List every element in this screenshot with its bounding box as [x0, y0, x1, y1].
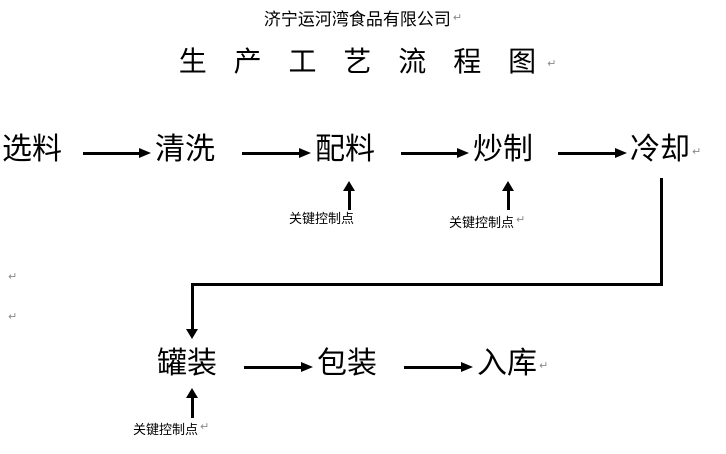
arrow-head — [301, 362, 313, 372]
arrow-head — [186, 388, 198, 398]
arrow-shaft — [83, 152, 140, 155]
arrow-head — [299, 148, 311, 158]
ccp-label-peiliao-text: 关键控制点 — [289, 212, 355, 227]
ccp-label-chaozhi-text: 关键控制点 — [449, 216, 515, 231]
ccp-label-guanzhuang: 关键控制点↵ — [133, 418, 209, 440]
process-step-ruku-label: 入库 — [477, 346, 537, 381]
process-step-qingxi[interactable]: 清洗 — [155, 132, 215, 167]
connector-arrow-into-guanzhuang — [186, 283, 198, 339]
pilcrow-mark: ↵ — [539, 359, 549, 372]
pilcrow-mark: ↵ — [692, 145, 702, 158]
arrow-peiliao-to-chaozhi — [401, 148, 470, 160]
pilcrow-mark: ↵ — [200, 420, 210, 433]
arrow-shaft — [404, 366, 462, 369]
arrow-xuanliao-to-qingxi — [83, 148, 151, 160]
ccp-arrow-chaozhi — [502, 181, 514, 210]
arrow-head — [615, 148, 627, 158]
ccp-arrow-guanzhuang — [186, 388, 198, 418]
arrow-head — [461, 362, 473, 372]
connector-lengque-down — [660, 178, 663, 286]
arrow-chaozhi-to-lengque — [558, 148, 628, 160]
document-title: 生 产 工 艺 流 程 图↵ — [0, 44, 726, 82]
arrow-shaft — [506, 189, 510, 210]
connector-lengque-to-guanzhuang-horizontal — [191, 283, 663, 286]
company-title: 济宁运河湾食品有限公司↵ — [0, 6, 726, 32]
arrow-shaft — [190, 283, 194, 330]
pilcrow-mark: ↵ — [8, 310, 18, 323]
arrow-shaft — [558, 152, 616, 155]
pilcrow-mark: ↵ — [547, 57, 557, 70]
arrow-head — [457, 148, 469, 158]
arrow-shaft — [190, 396, 194, 418]
arrow-head — [343, 181, 355, 191]
process-step-ruku[interactable]: 入库↵ — [477, 344, 548, 386]
ccp-label-guanzhuang-text: 关键控制点 — [133, 423, 199, 438]
process-step-lengque[interactable]: 冷却↵ — [630, 130, 701, 172]
pilcrow-mark: ↵ — [8, 270, 18, 283]
pilcrow-mark: ↵ — [516, 213, 526, 226]
ccp-label-peiliao: 关键控制点 — [289, 211, 354, 229]
arrow-shaft — [242, 152, 300, 155]
arrow-qingxi-to-peiliao — [242, 148, 312, 160]
process-step-guanzhuang[interactable]: 罐装 — [157, 346, 217, 381]
arrow-guanzhuang-to-baozhuang — [244, 362, 314, 374]
ccp-arrow-peiliao — [343, 181, 355, 210]
process-step-xuanliao[interactable]: 选料 — [2, 132, 62, 167]
arrow-head — [139, 148, 151, 158]
arrow-head — [186, 329, 198, 339]
process-step-baozhuang[interactable]: 包装 — [317, 346, 377, 381]
arrow-head — [502, 181, 514, 191]
process-step-lengque-label: 冷却 — [630, 132, 690, 167]
process-step-peiliao[interactable]: 配料 — [315, 132, 375, 167]
process-step-chaozhi[interactable]: 炒制 — [473, 132, 533, 167]
company-title-text: 济宁运河湾食品有限公司 — [263, 10, 451, 30]
ccp-label-chaozhi: 关键控制点↵ — [449, 211, 525, 233]
arrow-shaft — [244, 366, 302, 369]
document-title-text: 生 产 工 艺 流 程 图 — [178, 45, 546, 78]
arrow-shaft — [401, 152, 458, 155]
arrow-shaft — [347, 189, 351, 210]
pilcrow-mark: ↵ — [452, 11, 463, 24]
arrow-baozhuang-to-ruku — [404, 362, 474, 374]
